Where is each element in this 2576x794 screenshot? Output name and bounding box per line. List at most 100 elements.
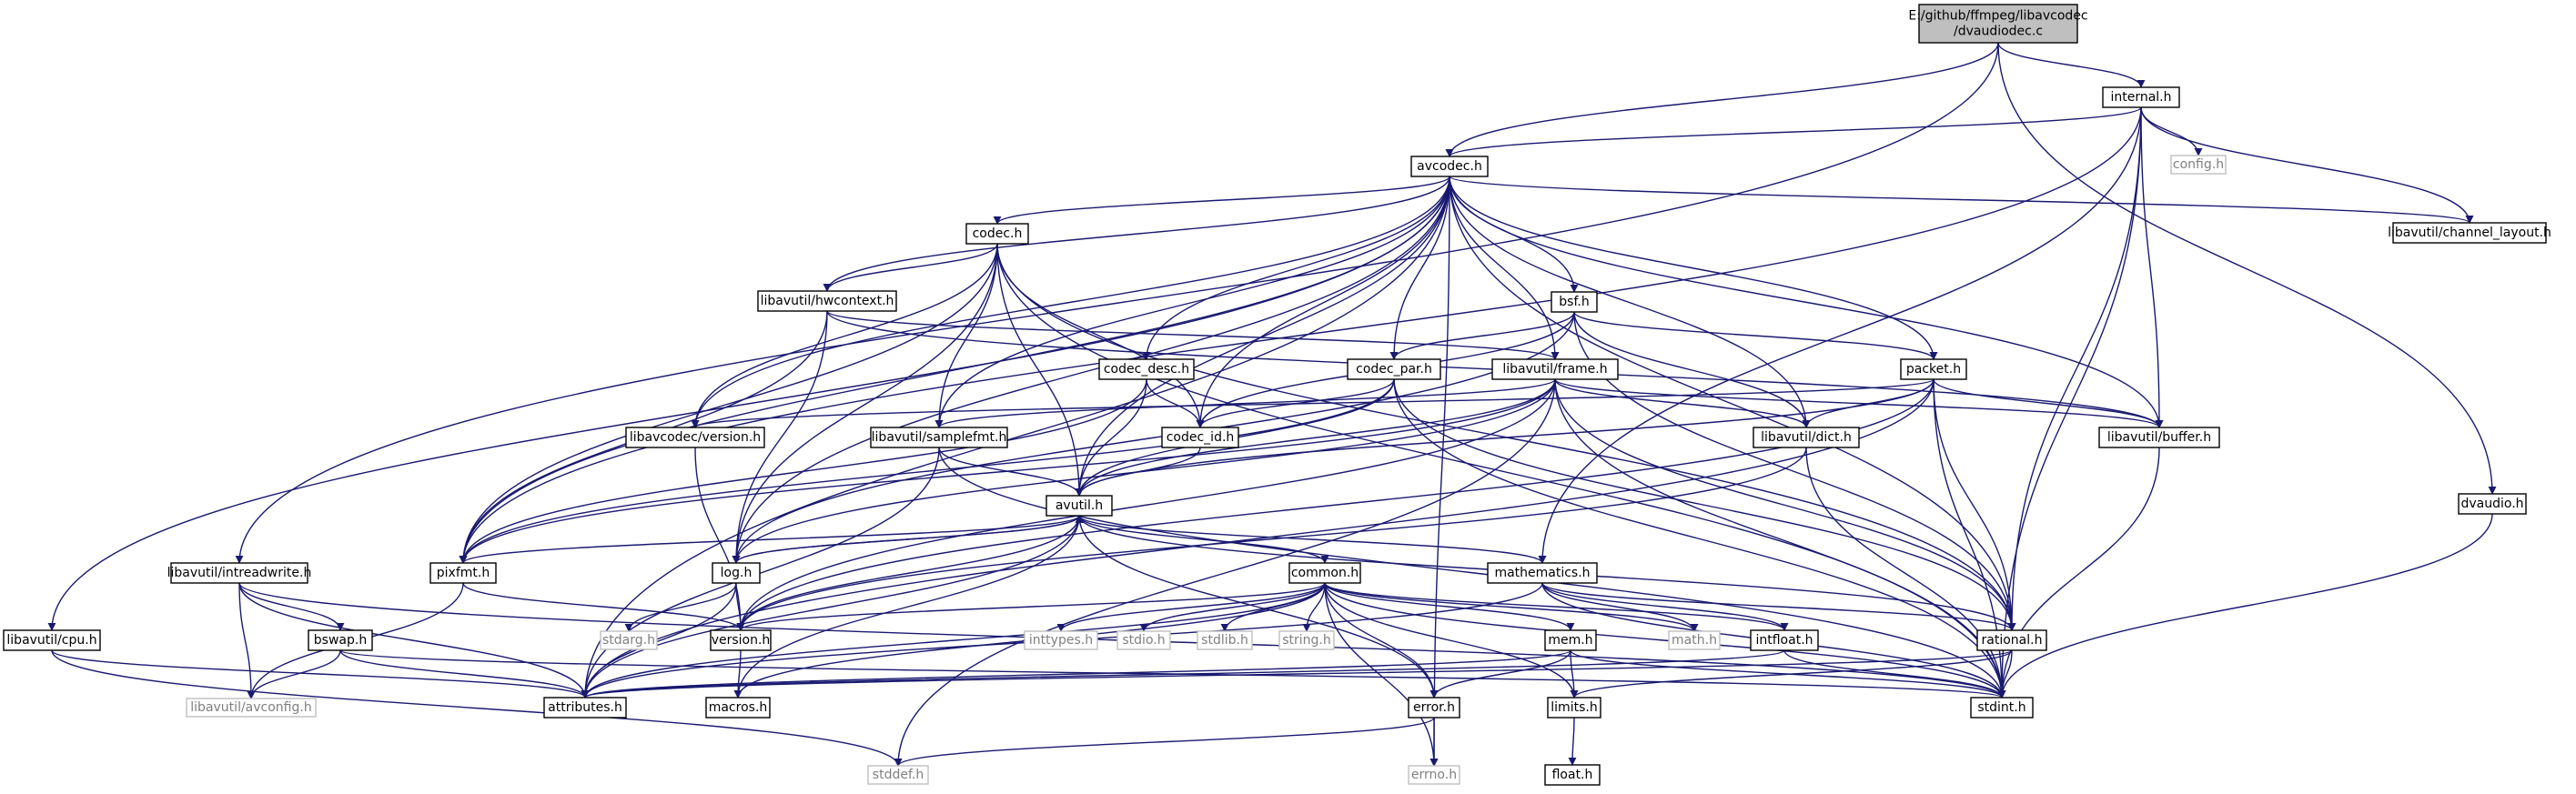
node-box: [710, 629, 772, 651]
edge-codec-to-samplefmt: [934, 243, 998, 428]
node-inttypes: inttypes.h: [1024, 630, 1098, 650]
edge-samplefmt-to-stdint: [938, 447, 2006, 699]
node-errno: errno.h: [1408, 765, 1460, 785]
node-label: stdio.h: [1122, 633, 1165, 648]
node-intreadwrite[interactable]: libavutil/intreadwrite.h: [167, 562, 312, 584]
node-box: [1288, 562, 1361, 584]
edge-intreadwrite-to-attributes: [238, 582, 590, 699]
node-label: error.h: [1413, 700, 1455, 715]
node-box: [2392, 222, 2547, 244]
node-label: libavutil/samplefmt.h: [872, 430, 1007, 445]
node-bsf[interactable]: bsf.h: [1551, 291, 1598, 313]
node-box: [186, 698, 317, 718]
node-lavc-version[interactable]: libavcodec/version.h: [625, 427, 765, 448]
node-box: [543, 697, 627, 719]
edge-common-to-math: [1324, 582, 1699, 632]
node-codec[interactable]: codec.h: [965, 223, 1029, 245]
edge-avutil-to-mathematics: [1078, 515, 1547, 564]
node-frame[interactable]: libavutil/frame.h: [1491, 358, 1619, 380]
edge-pixfmt-to-version: [462, 582, 745, 631]
node-limits[interactable]: limits.h: [1547, 697, 1601, 719]
edge-intfloat-to-stdint: [1783, 649, 2006, 699]
edge-codec_desc-to-avutil: [1075, 378, 1147, 497]
edge-buffer-to-stdint: [1997, 447, 2160, 699]
node-log[interactable]: log.h: [712, 562, 761, 584]
node-string: string.h: [1278, 630, 1335, 650]
edge-mathematics-to-math: [1541, 582, 1699, 632]
edge-codec_par-to-rational: [1393, 378, 2016, 631]
node-dvaudio[interactable]: dvaudio.h: [2458, 493, 2527, 515]
node-internal[interactable]: internal.h: [2102, 86, 2180, 108]
node-label: bsf.h: [1559, 295, 1589, 309]
node-hwcontext[interactable]: libavutil/hwcontext.h: [757, 290, 897, 312]
node-label: math.h: [1672, 633, 1717, 648]
node-box: [600, 630, 658, 650]
edge-avcodec-to-lavc_version: [691, 176, 1450, 428]
node-rational[interactable]: rational.h: [1976, 629, 2047, 651]
node-box: [2458, 493, 2527, 515]
edge-hwcontext-to-log: [732, 310, 828, 564]
edge-avutil-to-macros: [733, 515, 1080, 699]
edge-internal-to-avcodec: [1445, 106, 2142, 157]
node-codec-id[interactable]: codec_id.h: [1161, 427, 1239, 448]
node-box: [1668, 630, 1721, 650]
node-config: config.h: [2170, 155, 2227, 175]
node-common[interactable]: common.h: [1288, 562, 1361, 584]
node-buffer[interactable]: libavutil/buffer.h: [2098, 427, 2220, 448]
edge-bsf-to-packet: [1573, 311, 1938, 360]
node-version[interactable]: version.h: [710, 629, 772, 651]
node-pixfmt[interactable]: pixfmt.h: [429, 562, 497, 584]
node-label: bswap.h: [314, 633, 367, 648]
node-channel-layout[interactable]: libavutil/channel_layout.h: [2388, 222, 2551, 244]
edge-root-to-avcodec: [1445, 42, 1999, 157]
node-attributes[interactable]: attributes.h: [543, 697, 627, 719]
node-codec-par[interactable]: codec_par.h: [1347, 358, 1441, 380]
node-stddef: stddef.h: [867, 765, 929, 785]
node-stdint[interactable]: stdint.h: [1970, 697, 2034, 719]
edge-frame-to-version: [736, 378, 1556, 631]
edge-internal-to-config: [2140, 106, 2203, 156]
edge-codec_desc-to-pixfmt: [459, 378, 1147, 564]
node-codec-desc[interactable]: codec_desc.h: [1098, 358, 1195, 380]
node-packet[interactable]: packet.h: [1900, 358, 1967, 380]
edge-avutil-to-version: [736, 515, 1080, 631]
node-box: [2098, 427, 2220, 448]
edge-packet-to-dict: [1802, 378, 1935, 428]
node-label: packet.h: [1906, 362, 1961, 377]
node-avcodec[interactable]: avcodec.h: [1410, 156, 1489, 177]
node-label: libavutil/avconfig.h: [190, 700, 311, 715]
node-box: [870, 427, 1008, 448]
edge-avcodec-to-frame: [1449, 176, 1560, 360]
edge-intreadwrite-to-avconfig: [238, 582, 256, 699]
node-label: mathematics.h: [1494, 566, 1590, 580]
edge-avcodec-to-avutil: [1075, 176, 1450, 497]
edge-dict-to-stdint: [1805, 447, 2006, 699]
node-avutil[interactable]: avutil.h: [1046, 495, 1113, 517]
node-mathematics[interactable]: mathematics.h: [1487, 562, 1598, 584]
node-samplefmt[interactable]: libavutil/samplefmt.h: [870, 427, 1008, 448]
node-dict[interactable]: libavutil/dict.h: [1753, 427, 1860, 448]
node-float[interactable]: float.h: [1544, 764, 1601, 786]
node-cpu[interactable]: libavutil/cpu.h: [3, 629, 101, 651]
node-box: [757, 290, 897, 312]
node-box: [1544, 764, 1601, 786]
edge-mem-to-attributes: [581, 649, 1571, 699]
node-box: [625, 427, 765, 448]
node-box: [1116, 630, 1171, 650]
node-box: [1098, 358, 1195, 380]
node-bswap[interactable]: bswap.h: [308, 629, 373, 651]
node-box: [1046, 495, 1113, 517]
node-layer: E:/github/ffmpeg/libavcodec/dvaudiodec.c…: [3, 4, 2551, 786]
node-macros[interactable]: macros.h: [705, 697, 771, 719]
edge-codec_par-to-pixfmt: [459, 378, 1395, 564]
node-root[interactable]: E:/github/ffmpeg/libavcodec/dvaudiodec.c: [1908, 4, 2088, 44]
edge-cpu-to-stddef: [51, 649, 903, 767]
edge-hwcontext-to-frame: [826, 310, 1560, 360]
node-mem[interactable]: mem.h: [1544, 629, 1597, 651]
node-intfloat[interactable]: intfloat.h: [1750, 629, 1819, 651]
node-box: [1408, 765, 1460, 785]
edge-avcodec-to-log: [732, 176, 1450, 564]
node-math: math.h: [1668, 630, 1721, 650]
node-error[interactable]: error.h: [1408, 697, 1460, 719]
